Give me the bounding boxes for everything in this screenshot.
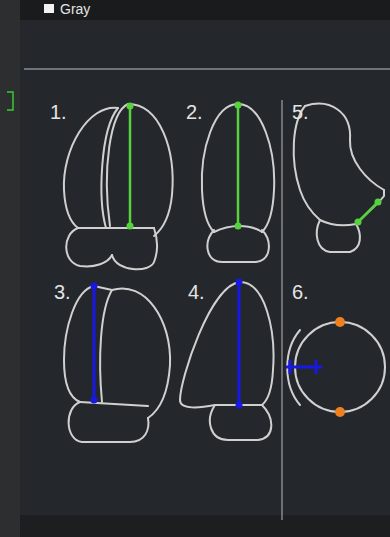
menu-label: Gray [60, 2, 90, 16]
panel-ground [20, 0, 390, 537]
view-number: 5. [292, 102, 309, 122]
green-measures [127, 102, 382, 230]
divider [282, 100, 283, 520]
color-icon [44, 4, 54, 13]
green-bracket [7, 92, 13, 110]
view-number: 1. [50, 102, 67, 122]
blue-measures [91, 279, 323, 409]
view-number: 3. [54, 282, 71, 302]
orange-markers [335, 317, 345, 417]
bottom-band [20, 515, 390, 537]
view-number: 2. [186, 102, 203, 122]
top-bar [20, 0, 390, 20]
view-number: 6. [292, 282, 309, 302]
separator [24, 68, 390, 70]
brain-outlines [64, 104, 385, 442]
view-number: 4. [188, 282, 205, 302]
